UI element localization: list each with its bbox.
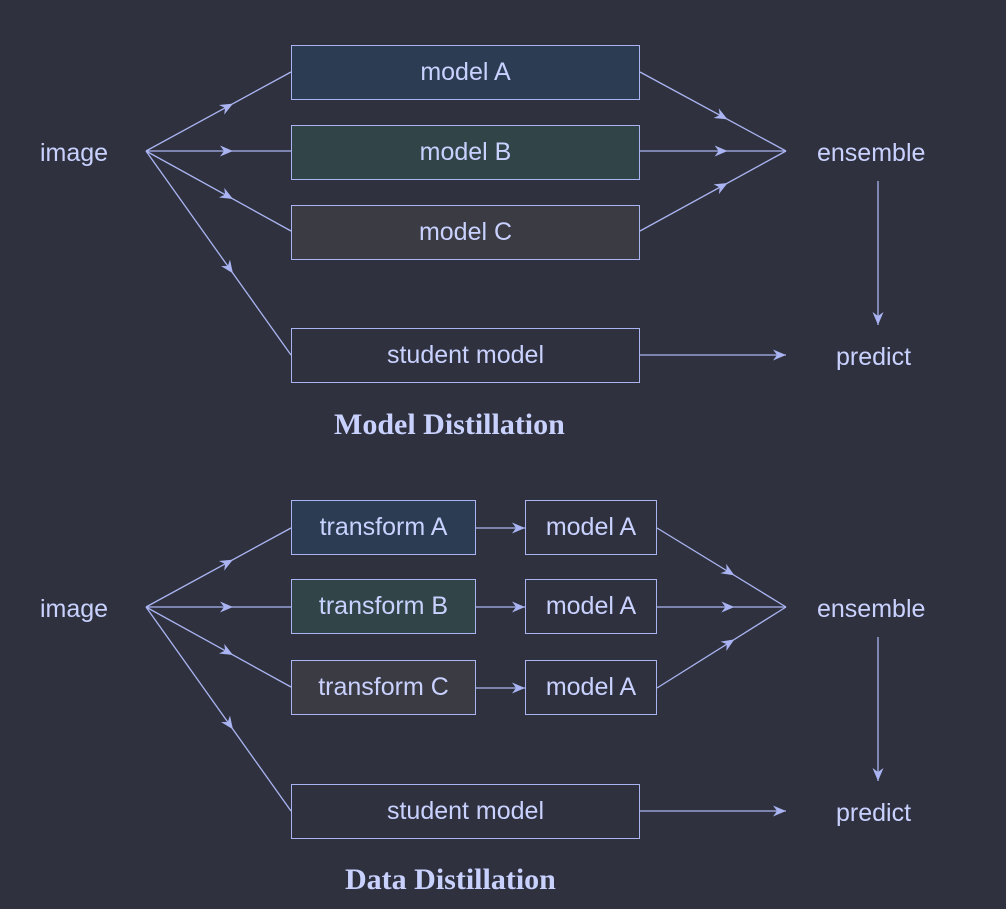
md-edge-student-predict xyxy=(640,349,786,361)
md-edge-image-model-b xyxy=(146,145,291,157)
dd-ensemble-label: ensemble xyxy=(817,595,926,623)
dd-predict-label: predict xyxy=(836,799,912,827)
dd-edge-image-transform-b xyxy=(146,601,291,613)
dd-transform-b-box: transform B xyxy=(291,579,476,634)
dd-edge-student-predict xyxy=(640,805,786,817)
dd-model-a-box-3: model A xyxy=(525,660,657,715)
dd-edge-image-transform-a-arrowhead xyxy=(218,559,233,571)
dd-edge-ensemble-predict-arrowhead xyxy=(872,768,884,781)
dd-edge-image-student xyxy=(145,606,292,812)
dd-edge-transform-b-model-arrowhead xyxy=(512,601,525,613)
md-edge-model-a-ensemble-arrowhead xyxy=(713,108,728,120)
md-edge-image-student-arrowhead xyxy=(220,259,233,274)
dd-model-a-box-1: model A xyxy=(525,500,657,555)
md-ensemble-label: ensemble xyxy=(817,139,926,167)
md-edge-image-model-a-arrowhead xyxy=(218,103,233,115)
dd-student-model-box: student model xyxy=(291,784,640,839)
md-image-label: image xyxy=(40,139,109,167)
md-edge-model-a-ensemble xyxy=(639,71,787,152)
dd-edge-student-predict-arrowhead xyxy=(773,805,786,817)
dd-edge-image-transform-b-arrowhead xyxy=(220,601,233,613)
dd-edge-image-transform-c xyxy=(145,606,292,688)
md-edge-image-model-c xyxy=(145,150,292,232)
md-edge-image-model-c-arrowhead xyxy=(218,187,233,199)
md-model-a-box: model A xyxy=(291,45,640,100)
md-edge-model-b-ensemble-arrowhead xyxy=(714,145,728,157)
dd-edge-model-1-ensemble-arrowhead xyxy=(720,563,735,576)
dd-edge-model-2-ensemble xyxy=(657,601,786,613)
dd-edge-image-transform-a xyxy=(145,527,292,608)
dd-edge-transform-c-model xyxy=(476,682,525,694)
md-model-b-box: model B xyxy=(291,125,640,180)
dd-edge-transform-a-model xyxy=(476,522,525,534)
md-section-title: Model Distillation xyxy=(334,408,565,441)
md-edge-model-c-ensemble-arrowhead xyxy=(713,183,728,195)
md-edge-ensemble-predict xyxy=(872,181,884,325)
md-edge-image-model-b-arrowhead xyxy=(220,145,233,157)
dd-edge-model-2-ensemble-arrowhead xyxy=(721,601,735,613)
md-edge-model-b-ensemble xyxy=(640,145,786,157)
dd-transform-c-box: transform C xyxy=(291,660,476,715)
dd-edge-transform-c-model-arrowhead xyxy=(512,682,525,694)
md-predict-label: predict xyxy=(836,343,912,371)
dd-model-a-box-2: model A xyxy=(525,579,657,634)
dd-edge-model-1-ensemble xyxy=(656,527,787,608)
md-edge-ensemble-predict-arrowhead xyxy=(872,312,884,325)
dd-edge-transform-a-model-arrowhead xyxy=(512,522,525,534)
dd-edge-transform-b-model xyxy=(476,601,525,613)
dd-transform-a-box: transform A xyxy=(291,500,476,555)
md-model-c-box: model C xyxy=(291,205,640,260)
dd-edge-model-3-ensemble-arrowhead xyxy=(720,639,735,651)
dd-section-title: Data Distillation xyxy=(345,863,556,896)
md-edge-image-model-a xyxy=(145,71,292,152)
dd-image-label: image xyxy=(40,595,109,623)
md-edge-model-c-ensemble xyxy=(639,150,787,232)
dd-edge-image-student-arrowhead xyxy=(220,715,233,730)
md-student-model-box: student model xyxy=(291,328,640,383)
dd-edge-image-transform-c-arrowhead xyxy=(218,643,233,655)
dd-edge-ensemble-predict xyxy=(872,637,884,781)
dd-edge-model-3-ensemble xyxy=(656,606,787,689)
md-edge-student-predict-arrowhead xyxy=(773,349,786,361)
md-edge-image-student xyxy=(145,150,292,356)
